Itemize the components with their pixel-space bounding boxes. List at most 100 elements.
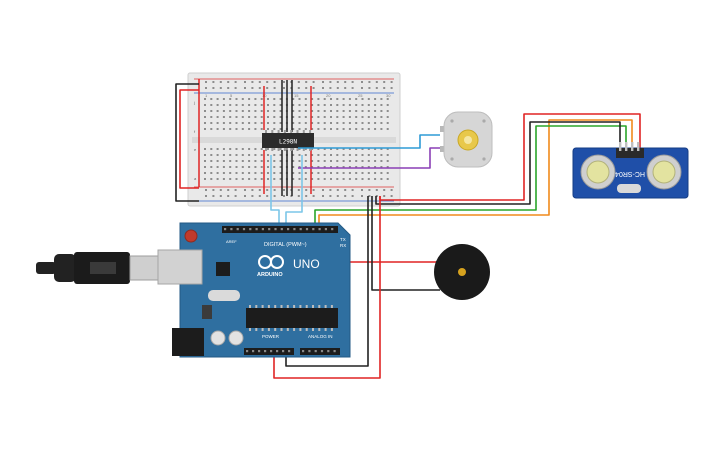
breadboard-hole — [386, 166, 389, 168]
breadboard-hole — [273, 98, 276, 100]
breadboard-hole — [204, 104, 206, 106]
rail-hole — [322, 189, 324, 191]
dc-motor[interactable] — [440, 111, 493, 168]
digital-pin — [312, 228, 315, 231]
wire-orange-sensor[interactable] — [318, 119, 633, 228]
reset-button[interactable] — [184, 229, 198, 243]
rail-hole — [351, 189, 354, 191]
wire-green-sensor[interactable] — [314, 125, 627, 228]
breadboard-hole — [298, 166, 301, 168]
chip-leg — [296, 130, 299, 133]
rail-hole — [375, 189, 378, 191]
rail-hole — [297, 195, 300, 197]
chip-leg — [265, 130, 267, 133]
breadboard-hole — [241, 160, 244, 162]
chip-leg — [283, 130, 286, 133]
breadboard-hole — [304, 178, 307, 180]
breadboard-hole — [380, 104, 383, 106]
breadboard-hole — [267, 172, 269, 174]
breadboard-hole — [342, 104, 345, 106]
usb-plug-tip — [36, 262, 56, 274]
digital-pin — [261, 228, 264, 231]
breadboard-hole — [298, 110, 301, 112]
breadboard-holes — [204, 81, 393, 197]
wire-black-left-rail[interactable] — [175, 83, 199, 202]
row-letter-f: f — [194, 129, 196, 134]
breadboard-hole — [355, 172, 358, 174]
breadboard-hole — [298, 160, 301, 162]
wire-blue-motor[interactable] — [298, 134, 440, 149]
breadboard-hole — [292, 154, 295, 156]
atmega-leg — [261, 328, 264, 331]
atmega-leg — [312, 328, 314, 331]
atmega-leg — [305, 305, 308, 308]
wire-lightblue-1[interactable] — [270, 155, 280, 228]
breadboard-hole — [355, 166, 358, 168]
breadboard-hole — [342, 98, 345, 100]
wire-black-gnd[interactable] — [285, 196, 369, 367]
breadboard-hole — [204, 122, 206, 124]
breadboard-hole — [330, 104, 332, 106]
wire-black-buzzer[interactable] — [371, 196, 440, 291]
atmega-leg — [330, 328, 333, 331]
breadboard-hole — [260, 166, 263, 168]
breadboard-hole — [323, 148, 326, 150]
breadboard-hole — [260, 178, 263, 180]
breadboard-hole — [361, 166, 364, 168]
atmega-leg — [249, 305, 251, 308]
breadboard-hole — [386, 148, 389, 150]
breadboard-hole — [241, 104, 244, 106]
breadboard-hole — [254, 98, 257, 100]
breadboard-hole — [348, 178, 351, 180]
breadboard-hole — [292, 128, 295, 130]
rail-hole — [383, 87, 386, 89]
breadboard-hole — [298, 98, 301, 100]
breadboard-hole — [222, 116, 225, 118]
wire-red-left-rail[interactable] — [179, 89, 199, 189]
breadboard-hole — [386, 160, 389, 162]
breadboard-hole — [235, 122, 238, 124]
rail-hole — [205, 189, 207, 191]
breadboard-hole — [374, 122, 377, 124]
atmega-leg — [286, 328, 289, 331]
wire-black-sensor[interactable] — [375, 121, 621, 205]
chip-leg — [283, 148, 286, 151]
arduino-uno[interactable]: DIGITAL (PWM~) TX RX AREF ARDUINO UNO PO… — [36, 222, 351, 358]
breadboard-hole — [361, 148, 364, 150]
ultrasonic-sensor[interactable]: HC-SR04 — [572, 142, 689, 199]
breadboard-hole — [279, 172, 282, 174]
sensor-mesh-right — [652, 160, 676, 184]
sensor-model-label: HC-SR04 — [615, 170, 645, 177]
breadboard-hole — [380, 148, 383, 150]
col-number-20: 20 — [326, 93, 331, 98]
breadboard-hole — [367, 172, 370, 174]
rail-hole — [227, 189, 230, 191]
buzzer-hole — [458, 268, 466, 276]
rail-hole — [227, 81, 230, 83]
breadboard-hole — [292, 104, 295, 106]
wire-lightblue-2[interactable] — [285, 155, 303, 228]
bottom-pins — [246, 350, 336, 353]
breadboard-hole — [380, 166, 383, 168]
breadboard-hole — [279, 116, 282, 118]
rail-hole — [266, 81, 269, 83]
rail-hole — [212, 195, 215, 197]
wire-red-5v[interactable] — [273, 196, 381, 379]
breadboard-hole — [279, 104, 282, 106]
piezo-buzzer[interactable] — [434, 244, 490, 300]
breadboard-hole — [330, 154, 332, 156]
breadboard-hole — [342, 166, 345, 168]
breadboard-hole — [267, 166, 269, 168]
breadboard-hole — [204, 98, 206, 100]
breadboard-hole — [317, 172, 320, 174]
rail-hole — [234, 81, 237, 83]
l298n-chip[interactable]: L298N — [262, 130, 314, 151]
power-pin — [258, 350, 261, 353]
chip-leg — [265, 148, 267, 151]
breadboard-hole — [254, 122, 257, 124]
breadboard-hole — [304, 116, 307, 118]
breadboard-hole — [285, 148, 288, 150]
wire-purple-motor[interactable] — [298, 147, 440, 169]
breadboard-hole — [361, 116, 364, 118]
rail-hole — [305, 81, 308, 83]
